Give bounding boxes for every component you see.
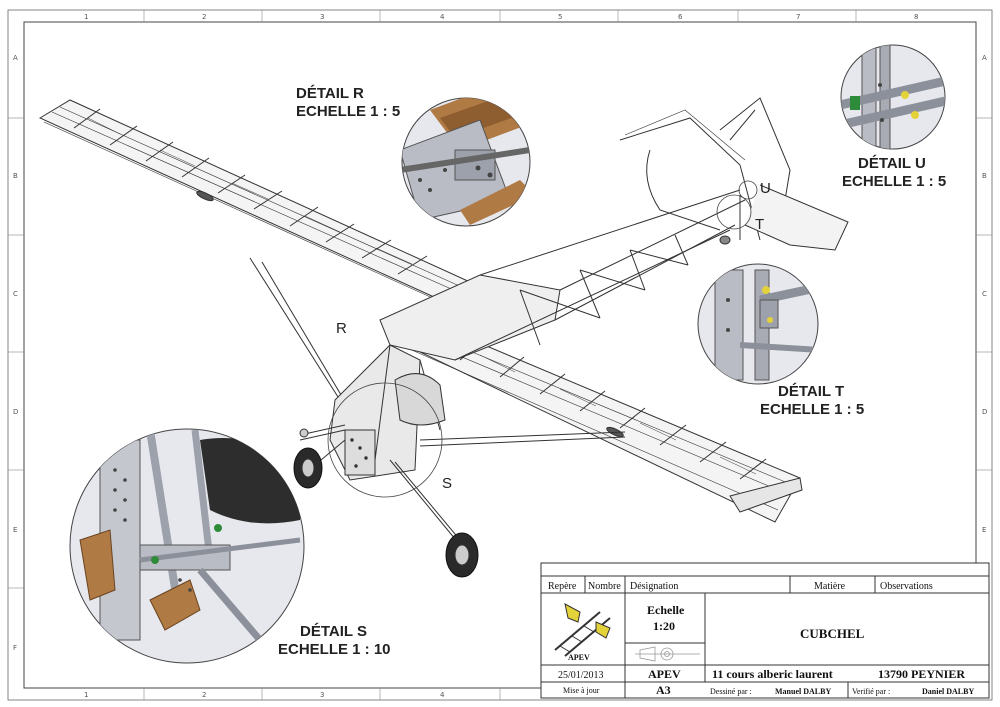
callout-u-label: U — [760, 180, 771, 197]
scale-label: Echelle — [647, 603, 685, 617]
detail-t-scale: ECHELLE 1 : 5 — [760, 401, 864, 418]
detail-u-view — [840, 44, 946, 150]
checked-by-label: Verifié par : — [852, 687, 890, 696]
row-label: E — [13, 526, 17, 534]
detail-s-scale: ECHELLE 1 : 10 — [278, 641, 391, 658]
col-label: 6 — [678, 13, 683, 21]
row-labels-left: A B C D E F — [13, 54, 18, 652]
column-markers-bottom — [143, 688, 501, 700]
column-labels-bottom: 1 2 3 4 — [84, 691, 445, 699]
left-wing — [38, 99, 471, 306]
col-label: 5 — [558, 13, 562, 21]
col-label: 3 — [320, 691, 324, 699]
detail-t-view — [697, 263, 819, 385]
col-label: 1 — [84, 691, 88, 699]
detail-u-marker-circle — [738, 180, 758, 200]
drawn-by-name: Manuel DALBY — [775, 687, 831, 696]
header-nombre: Nombre — [588, 581, 621, 592]
row-labels-right: A B C D E — [982, 54, 987, 534]
row-markers — [8, 117, 992, 589]
scale-value: 1:20 — [653, 619, 675, 633]
update-label: Mise à jour — [563, 686, 600, 695]
row-label: B — [13, 172, 18, 180]
drawing-name: CUBCHEL — [800, 626, 865, 641]
header-observations: Observations — [880, 581, 933, 592]
col-label: 4 — [440, 691, 445, 699]
projection-symbol-icon — [635, 646, 700, 662]
date-value: 25/01/2013 — [558, 670, 604, 681]
aircraft-frame-drawing — [38, 97, 849, 578]
tail — [619, 97, 849, 251]
detail-u-title: DÉTAIL U — [858, 155, 926, 172]
address: 11 cours alberic laurent — [712, 667, 833, 681]
logo-text: APEV — [568, 653, 590, 662]
sheet-format: A3 — [656, 683, 671, 697]
detail-r-scale: ECHELLE 1 : 5 — [296, 103, 400, 120]
row-label: B — [982, 172, 987, 180]
right-wing — [394, 317, 803, 523]
apev-logo: APEV — [554, 603, 611, 662]
header-repere: Repère — [548, 581, 577, 592]
row-label: A — [982, 54, 987, 62]
row-label: C — [982, 290, 987, 298]
detail-t-title: DÉTAIL T — [778, 383, 844, 400]
callout-s-label: S — [442, 475, 452, 492]
col-label: 3 — [320, 13, 324, 21]
header-designation: Désignation — [630, 581, 678, 592]
title-block — [540, 562, 990, 699]
detail-t-marker-circle — [716, 194, 752, 230]
detail-s-title: DÉTAIL S — [300, 623, 367, 640]
org-name: APEV — [648, 667, 681, 681]
detail-s-marker-circle — [327, 382, 443, 498]
callout-r-label: R — [336, 320, 347, 337]
row-label: F — [13, 644, 17, 652]
row-label: D — [13, 408, 18, 416]
col-label: 1 — [84, 13, 88, 21]
drawn-by-label: Dessiné par : — [710, 687, 752, 696]
detail-r-view — [401, 97, 531, 227]
fuselage — [299, 189, 746, 481]
detail-r-title: DÉTAIL R — [296, 85, 364, 102]
col-label: 2 — [202, 691, 206, 699]
row-label: C — [13, 290, 18, 298]
detail-u-scale: ECHELLE 1 : 5 — [842, 173, 946, 190]
col-label: 4 — [440, 13, 445, 21]
callout-t-label: T — [755, 216, 764, 233]
row-label: D — [982, 408, 987, 416]
column-markers-top — [143, 10, 857, 22]
detail-s-view — [69, 428, 305, 664]
row-label: A — [13, 54, 18, 62]
wing-struts — [249, 257, 626, 447]
col-label: 8 — [914, 13, 918, 21]
header-matiere: Matière — [814, 581, 846, 592]
row-label: E — [982, 526, 986, 534]
checked-by-name: Daniel DALBY — [922, 687, 974, 696]
postcode-city: 13790 PEYNIER — [878, 667, 965, 681]
column-labels-top: 1 2 3 4 5 6 7 8 — [84, 13, 918, 21]
col-label: 2 — [202, 13, 206, 21]
landing-gear — [293, 428, 479, 578]
col-label: 7 — [796, 13, 800, 21]
